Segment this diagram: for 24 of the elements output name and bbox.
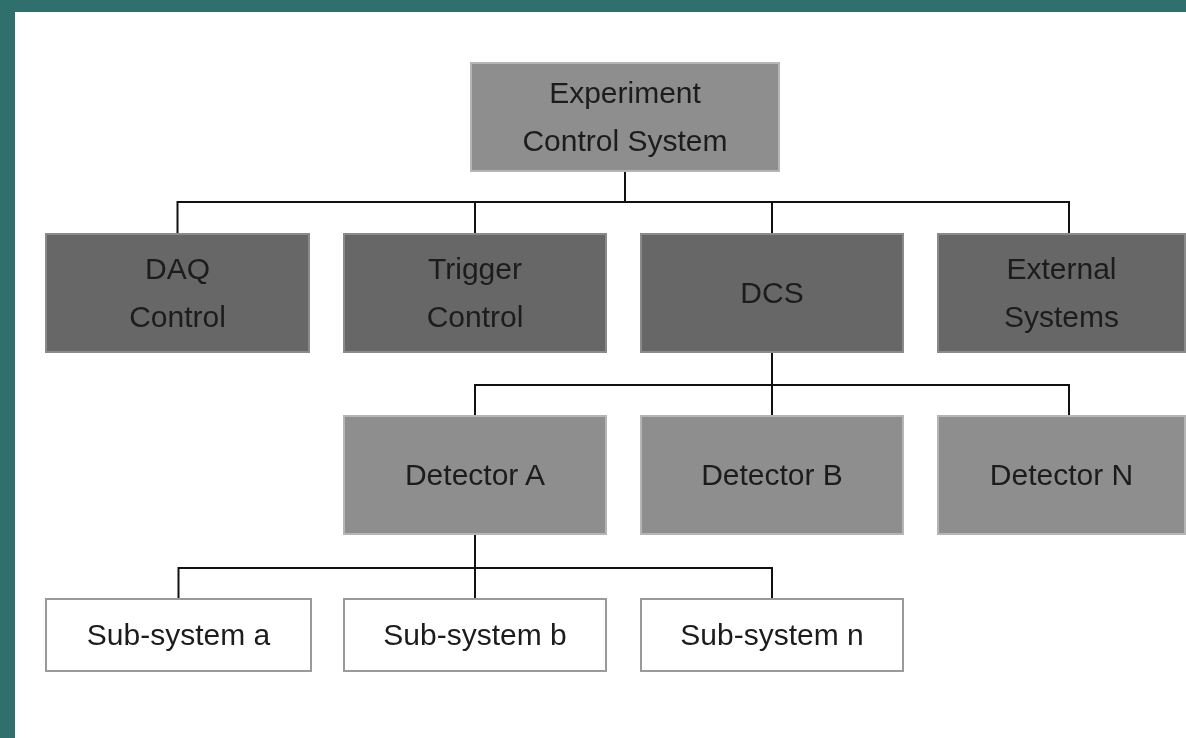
process-box bbox=[45, 598, 312, 672]
node-label: Experiment Control System bbox=[521, 75, 729, 159]
process-box bbox=[343, 415, 607, 535]
node-label: Sub-system b bbox=[382, 617, 568, 653]
process-box bbox=[640, 598, 904, 672]
connector-line bbox=[771, 352, 1070, 416]
node-label: Trigger Control bbox=[425, 251, 525, 335]
process-box bbox=[640, 233, 904, 353]
process-box bbox=[937, 415, 1186, 535]
node-label: Detector N bbox=[988, 457, 1135, 493]
node-label: Sub-system a bbox=[85, 617, 272, 653]
process-box bbox=[45, 233, 310, 353]
node-label: External Systems bbox=[1003, 251, 1120, 335]
process-box bbox=[937, 233, 1186, 353]
node-label: Detector B bbox=[700, 457, 844, 493]
node-label: DAQ Control bbox=[128, 251, 227, 335]
process-box bbox=[343, 233, 607, 353]
process-box bbox=[343, 598, 607, 672]
node-label: DCS bbox=[739, 275, 805, 311]
node-label: Sub-system n bbox=[679, 617, 865, 653]
connector-line bbox=[474, 534, 773, 599]
process-box bbox=[640, 415, 904, 535]
node-label: Detector A bbox=[403, 457, 547, 493]
process-box bbox=[470, 62, 780, 172]
